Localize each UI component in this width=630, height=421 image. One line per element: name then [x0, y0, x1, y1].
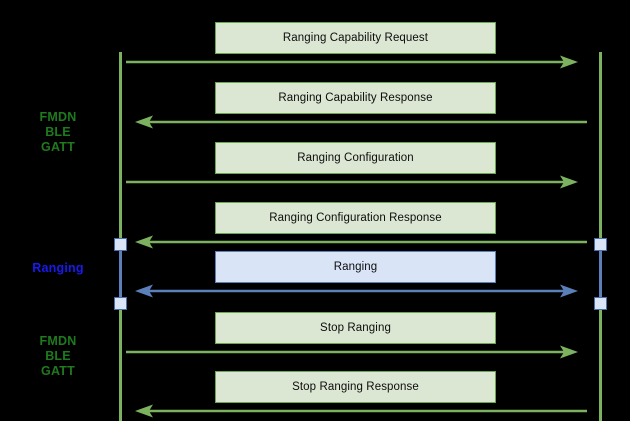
side-label-line: BLE — [45, 349, 71, 363]
message-box-ranging-capability-request[interactable]: Ranging Capability Request — [215, 22, 496, 54]
side-label-line: GATT — [41, 140, 75, 154]
message-arrow-left-7 — [135, 404, 587, 418]
message-box-ranging[interactable]: Ranging — [215, 251, 496, 283]
left-activation-start-node — [114, 238, 127, 251]
side-label-line: GATT — [41, 364, 75, 378]
message-box-stop-ranging[interactable]: Stop Ranging — [215, 312, 496, 344]
side-label-line: Ranging — [32, 261, 84, 275]
left-lifeline — [119, 52, 122, 421]
message-box-ranging-capability-response[interactable]: Ranging Capability Response — [215, 82, 496, 114]
message-label: Ranging Configuration Response — [269, 212, 442, 224]
message-box-ranging-configuration-response[interactable]: Ranging Configuration Response — [215, 202, 496, 234]
side-label-ranging: Ranging — [8, 261, 108, 276]
right-lifeline — [599, 52, 602, 421]
message-arrow-left-2 — [135, 115, 587, 129]
message-arrow-left-4 — [135, 235, 587, 249]
side-label-fmdn-ble-gatt-top: FMDN BLE GATT — [8, 110, 108, 155]
left-activation-end-node — [114, 297, 127, 310]
message-arrow-right-3 — [126, 175, 578, 189]
message-label: Ranging Capability Response — [278, 92, 433, 104]
right-activation-bar — [599, 244, 602, 304]
right-activation-end-node — [594, 297, 607, 310]
side-label-line: BLE — [45, 125, 71, 139]
right-activation-start-node — [594, 238, 607, 251]
message-label: Ranging Configuration — [297, 152, 414, 164]
message-label: Ranging — [333, 261, 378, 273]
side-label-line: FMDN — [39, 110, 77, 124]
message-label: Stop Ranging Response — [292, 381, 419, 393]
message-arrow-right-1 — [126, 55, 578, 69]
message-arrow-bidirectional-5 — [135, 284, 578, 298]
message-box-stop-ranging-response[interactable]: Stop Ranging Response — [215, 371, 496, 403]
side-label-fmdn-ble-gatt-bottom: FMDN BLE GATT — [8, 334, 108, 379]
message-label: Stop Ranging — [320, 322, 391, 334]
side-label-line: FMDN — [39, 334, 77, 348]
left-activation-bar — [119, 244, 122, 304]
message-label: Ranging Capability Request — [282, 32, 429, 44]
message-arrow-right-6 — [126, 345, 578, 359]
message-box-ranging-configuration[interactable]: Ranging Configuration — [215, 142, 496, 174]
